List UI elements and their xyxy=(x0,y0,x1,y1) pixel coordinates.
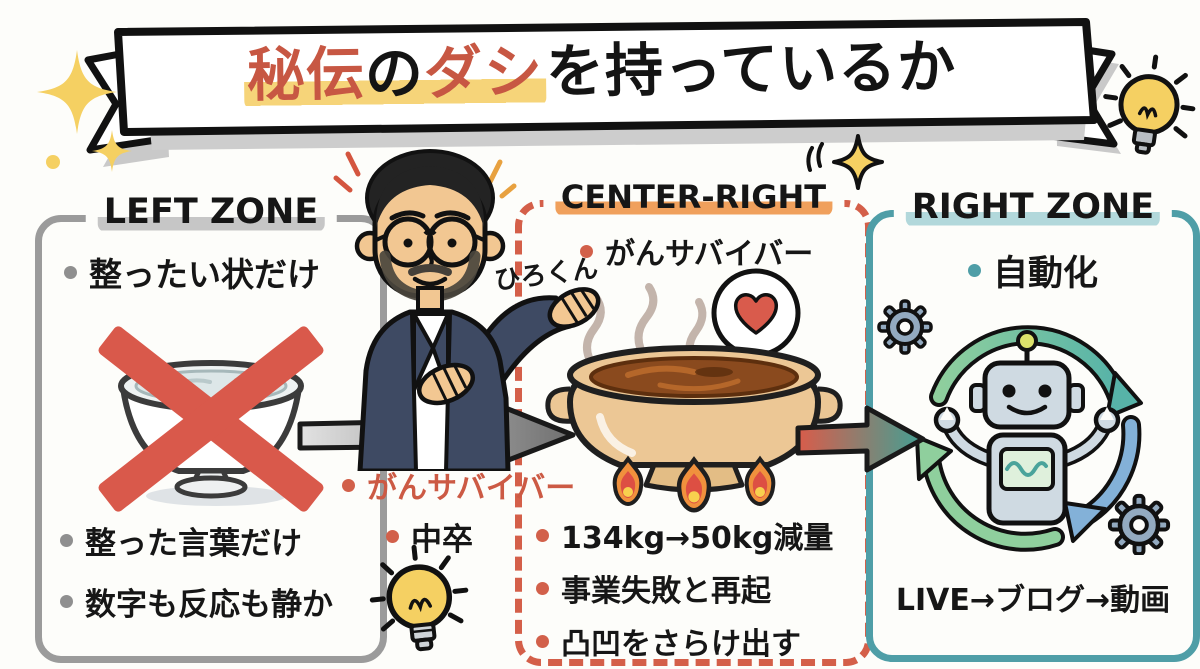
gear-icon xyxy=(1107,493,1171,555)
right-zone-item: 自動化 xyxy=(967,245,1098,296)
center-zone-item: 134kg→50kg減量 xyxy=(536,513,833,557)
bullet-dot xyxy=(536,634,549,648)
left-zone-item: 整った言葉だけ xyxy=(60,518,333,563)
gear-icon xyxy=(877,299,933,355)
sparkle-icon xyxy=(806,134,884,190)
bullet-dot xyxy=(580,244,593,258)
red-cross-icon xyxy=(98,326,324,512)
middle-list-heading: がんサバイバー xyxy=(342,463,575,507)
banner-title-dark-2: を持っているか xyxy=(545,32,957,106)
bullet-dot xyxy=(342,478,355,492)
banner-title-accent-1: 秘伝 xyxy=(246,39,366,110)
left-zone-bottom-list: 整った言葉だけ 数字も反応も静か xyxy=(60,518,333,624)
hand-on-chest xyxy=(417,362,475,406)
character-illustration xyxy=(333,149,601,471)
light-bulb-icon xyxy=(1103,54,1196,155)
sparkle-icon xyxy=(37,50,132,172)
center-zone-item: 事業失敗と再起 xyxy=(536,566,833,610)
steaming-pot-icon xyxy=(545,268,843,513)
banner-title-dark-1: の xyxy=(364,39,425,108)
center-zone-bottom-list: 134kg→50kg減量 事業失敗と再起 凸凹をさらけ出す xyxy=(536,513,833,663)
emphasis-dashes xyxy=(333,151,361,193)
robot-automation-cycle-icon xyxy=(877,299,1171,555)
center-right-zone-box: CENTER-RIGHT がんサバイバー xyxy=(515,178,872,666)
light-bulb-icon xyxy=(369,544,469,652)
banner-title-accent-2: ダシ xyxy=(423,37,544,108)
open-palm xyxy=(547,287,601,329)
bullet-dot xyxy=(967,264,981,277)
crossed-out-bowl-icon xyxy=(98,326,324,512)
bullet-dot xyxy=(536,581,549,595)
bullet-dot xyxy=(536,528,549,542)
bullet-dot xyxy=(60,595,73,608)
middle-list: がんサバイバー 中卒 xyxy=(342,463,575,559)
right-zone-item: LIVE→ブログ→動画 xyxy=(895,583,1171,618)
middle-list-item: 中卒 xyxy=(386,514,575,559)
left-zone-item: 数字も反応も静か xyxy=(60,579,333,624)
right-zone-title: RIGHT ZONE xyxy=(893,187,1173,228)
left-zone-item: 整ったい状だけ xyxy=(64,248,320,296)
center-zone-item: がんサバイバー xyxy=(580,229,813,273)
robot-icon xyxy=(933,330,1121,526)
center-right-zone-title: CENTER-RIGHT xyxy=(542,178,845,216)
emphasis-dashes xyxy=(487,159,517,199)
left-zone-title: LEFT ZONE xyxy=(85,192,337,233)
cycle-arrows-icon xyxy=(915,325,1143,552)
bullet-dot xyxy=(60,534,73,547)
gradient-arrow-icon xyxy=(795,405,926,473)
bullet-dot xyxy=(386,530,399,543)
center-zone-item: 凸凹をさらけ出す xyxy=(536,619,833,663)
banner-title: 秘伝のダシを持っているか xyxy=(130,32,1071,110)
left-zone-box: LEFT ZONE 整ったい状だけ 整った言葉だけ xyxy=(35,192,387,663)
flame-icon xyxy=(612,455,776,513)
bullet-dot xyxy=(64,265,77,279)
